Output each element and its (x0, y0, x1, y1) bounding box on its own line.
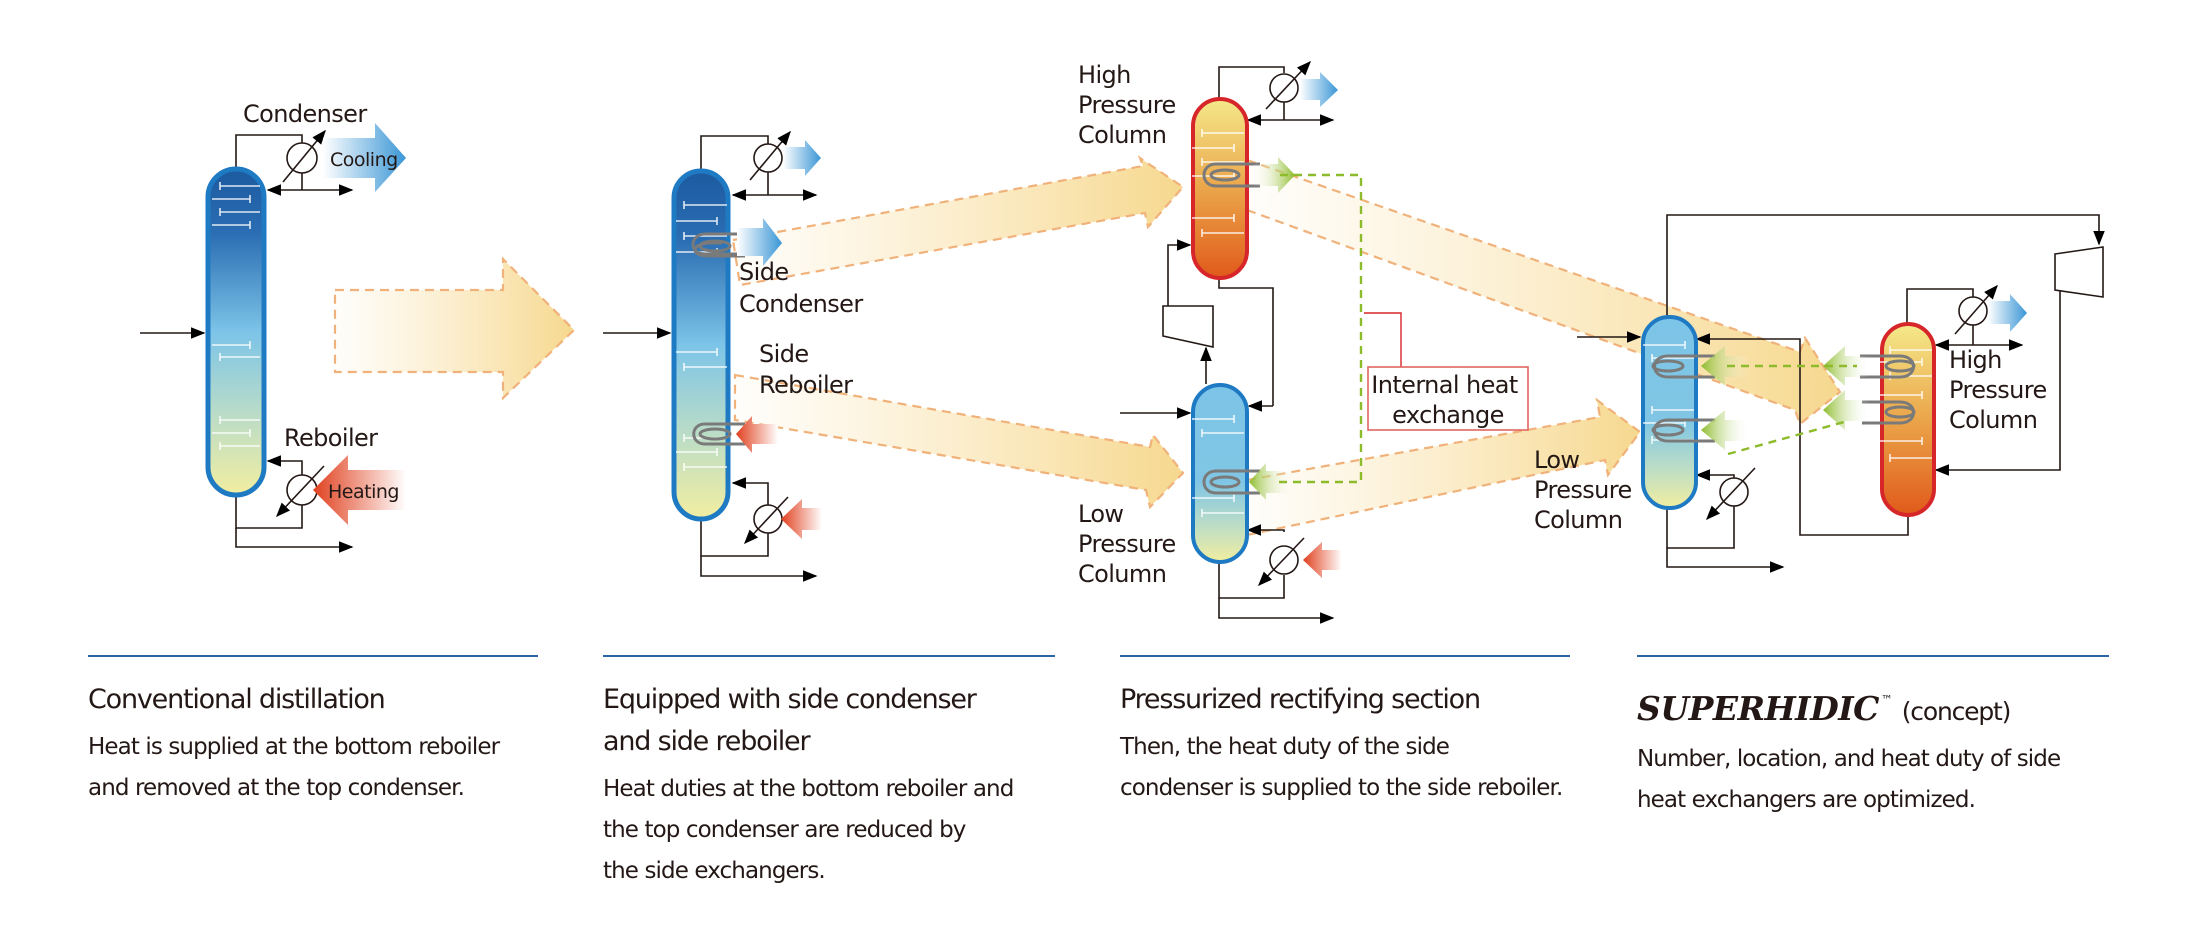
compressor-icon (2054, 246, 2104, 298)
section-conventional: Conventional distillation Heat is suppli… (88, 655, 538, 809)
lp-side-reboiler-coil-upper (1651, 354, 1715, 379)
section-title: Conventional distillation (88, 684, 386, 715)
internal-heat-in-arrow-upper (1701, 346, 1750, 386)
heating-arrow (1303, 542, 1342, 578)
body-line: condenser is supplied to the side reboil… (1120, 775, 1563, 801)
transition-arrow-side-condenser (731, 155, 1185, 287)
section-body: Then, the heat duty of the side condense… (1120, 727, 1570, 809)
internal-heat-link-lower (1727, 420, 1845, 456)
side-reboiler-coil (692, 422, 745, 446)
body-line: Number, location, and heat duty of side (1637, 746, 2061, 772)
lp-side-reboiler-coil (1202, 469, 1260, 495)
internal-heat-in-arrow-lower (1701, 410, 1750, 450)
title-suffix: (concept) (1901, 697, 2012, 726)
panel-pressurized-rectifying: Internal heat exchange High Pressure Col… (1078, 60, 1639, 624)
cooling-arrow (783, 140, 821, 176)
internal-heat-out-arrow (1252, 157, 1295, 193)
panel-conventional: Condenser Cooling Reboiler Heating (140, 100, 406, 553)
side-condenser-label: Side Condenser (739, 258, 863, 318)
low-pressure-column-label-right: Low Pressure Column (1534, 446, 1639, 534)
high-pressure-column-label: High Pressure Column (1949, 346, 2054, 434)
trays (212, 182, 260, 450)
low-pressure-column (1191, 383, 1249, 564)
column-side-exchangers (671, 168, 731, 522)
condenser-icon (1265, 60, 1311, 110)
side-condenser-coil (691, 232, 745, 258)
compressor-icon (1162, 305, 1214, 348)
heating-arrow (781, 499, 822, 539)
condenser-icon (1954, 284, 1998, 335)
section-title: Pressurized rectifying section (1120, 684, 1481, 715)
transition-arrow-side-reboiler (733, 373, 1185, 510)
condenser-icon (282, 129, 326, 183)
transition-arrow-1 (333, 256, 576, 401)
internal-heat-in-arrow (1249, 463, 1292, 500)
side-reboiler-label: Side Reboiler (759, 340, 853, 399)
section-body: Heat is supplied at the bottom reboiler … (88, 727, 538, 809)
body-line: the top condenser are reduced by (603, 817, 966, 843)
high-pressure-column (1191, 97, 1249, 280)
high-pressure-column-label: High Pressure Column (1078, 61, 1183, 149)
reboiler-icon (1258, 537, 1305, 587)
heating-arrow (313, 455, 406, 525)
body-line: the side exchangers. (603, 858, 826, 884)
transition-arrow-high-pressure (1245, 158, 1842, 426)
title-line: Equipped with side condenser (603, 684, 977, 715)
trademark-symbol: ™ (1880, 693, 1893, 707)
panel-superhidic: High Pressure Column (1577, 214, 2105, 573)
internal-heat-exchange-label: Internal heat exchange (1371, 371, 1524, 429)
reboiler-icon (1706, 467, 1756, 521)
section-side-exchangers: Equipped with side condenser and side re… (603, 655, 1055, 892)
column-conventional (205, 166, 267, 498)
title-line: and side reboiler (603, 726, 811, 757)
side-cooling-arrow (737, 218, 782, 266)
section-body: Number, location, and heat duty of side … (1637, 739, 2109, 821)
hp-side-condenser-coil-lower (1862, 400, 1916, 425)
body-line: heat exchangers are optimized. (1637, 787, 1976, 813)
cooling-arrow (1988, 294, 2027, 332)
cooling-arrow (1300, 72, 1338, 107)
section-rule (88, 655, 538, 657)
internal-heat-out-arrow-lower (1823, 390, 1870, 430)
condenser-label: Condenser (243, 100, 367, 128)
body-line: Then, the heat duty of the side (1120, 734, 1450, 760)
side-heating-arrow (736, 416, 778, 453)
lp-side-reboiler-coil-lower (1651, 418, 1715, 443)
section-rule (603, 655, 1055, 657)
section-title: Equipped with side condenser and side re… (603, 679, 1055, 763)
cooling-label: Cooling (330, 149, 398, 171)
section-body: Heat duties at the bottom reboiler and t… (603, 769, 1055, 892)
body-line: Heat is supplied at the bottom reboiler (88, 734, 500, 760)
transition-arrow-low-pressure (1245, 397, 1642, 537)
hp-side-condenser-coil-upper (1860, 354, 1916, 379)
low-pressure-column-label: Low Pressure Column (1078, 500, 1183, 588)
section-pressurized-rectifying: Pressurized rectifying section Then, the… (1120, 655, 1570, 809)
internal-heat-exchange-box (1367, 366, 1529, 431)
brand-name: SUPERHIDIC (1637, 689, 1879, 728)
hp-side-condenser-coil (1202, 162, 1260, 188)
body-line: and removed at the top condenser. (88, 775, 465, 801)
reboiler-icon (744, 496, 789, 545)
heating-label: Heating (328, 481, 399, 503)
section-rule (1637, 655, 2109, 657)
section-rule (1120, 655, 1570, 657)
panel-side-exchangers: Side Condenser Side Reboiler (603, 130, 864, 582)
body-line: Heat duties at the bottom reboiler and (603, 776, 1014, 802)
reboiler-label: Reboiler (284, 424, 378, 452)
cooling-arrow (323, 123, 406, 192)
condenser-icon (749, 130, 791, 181)
